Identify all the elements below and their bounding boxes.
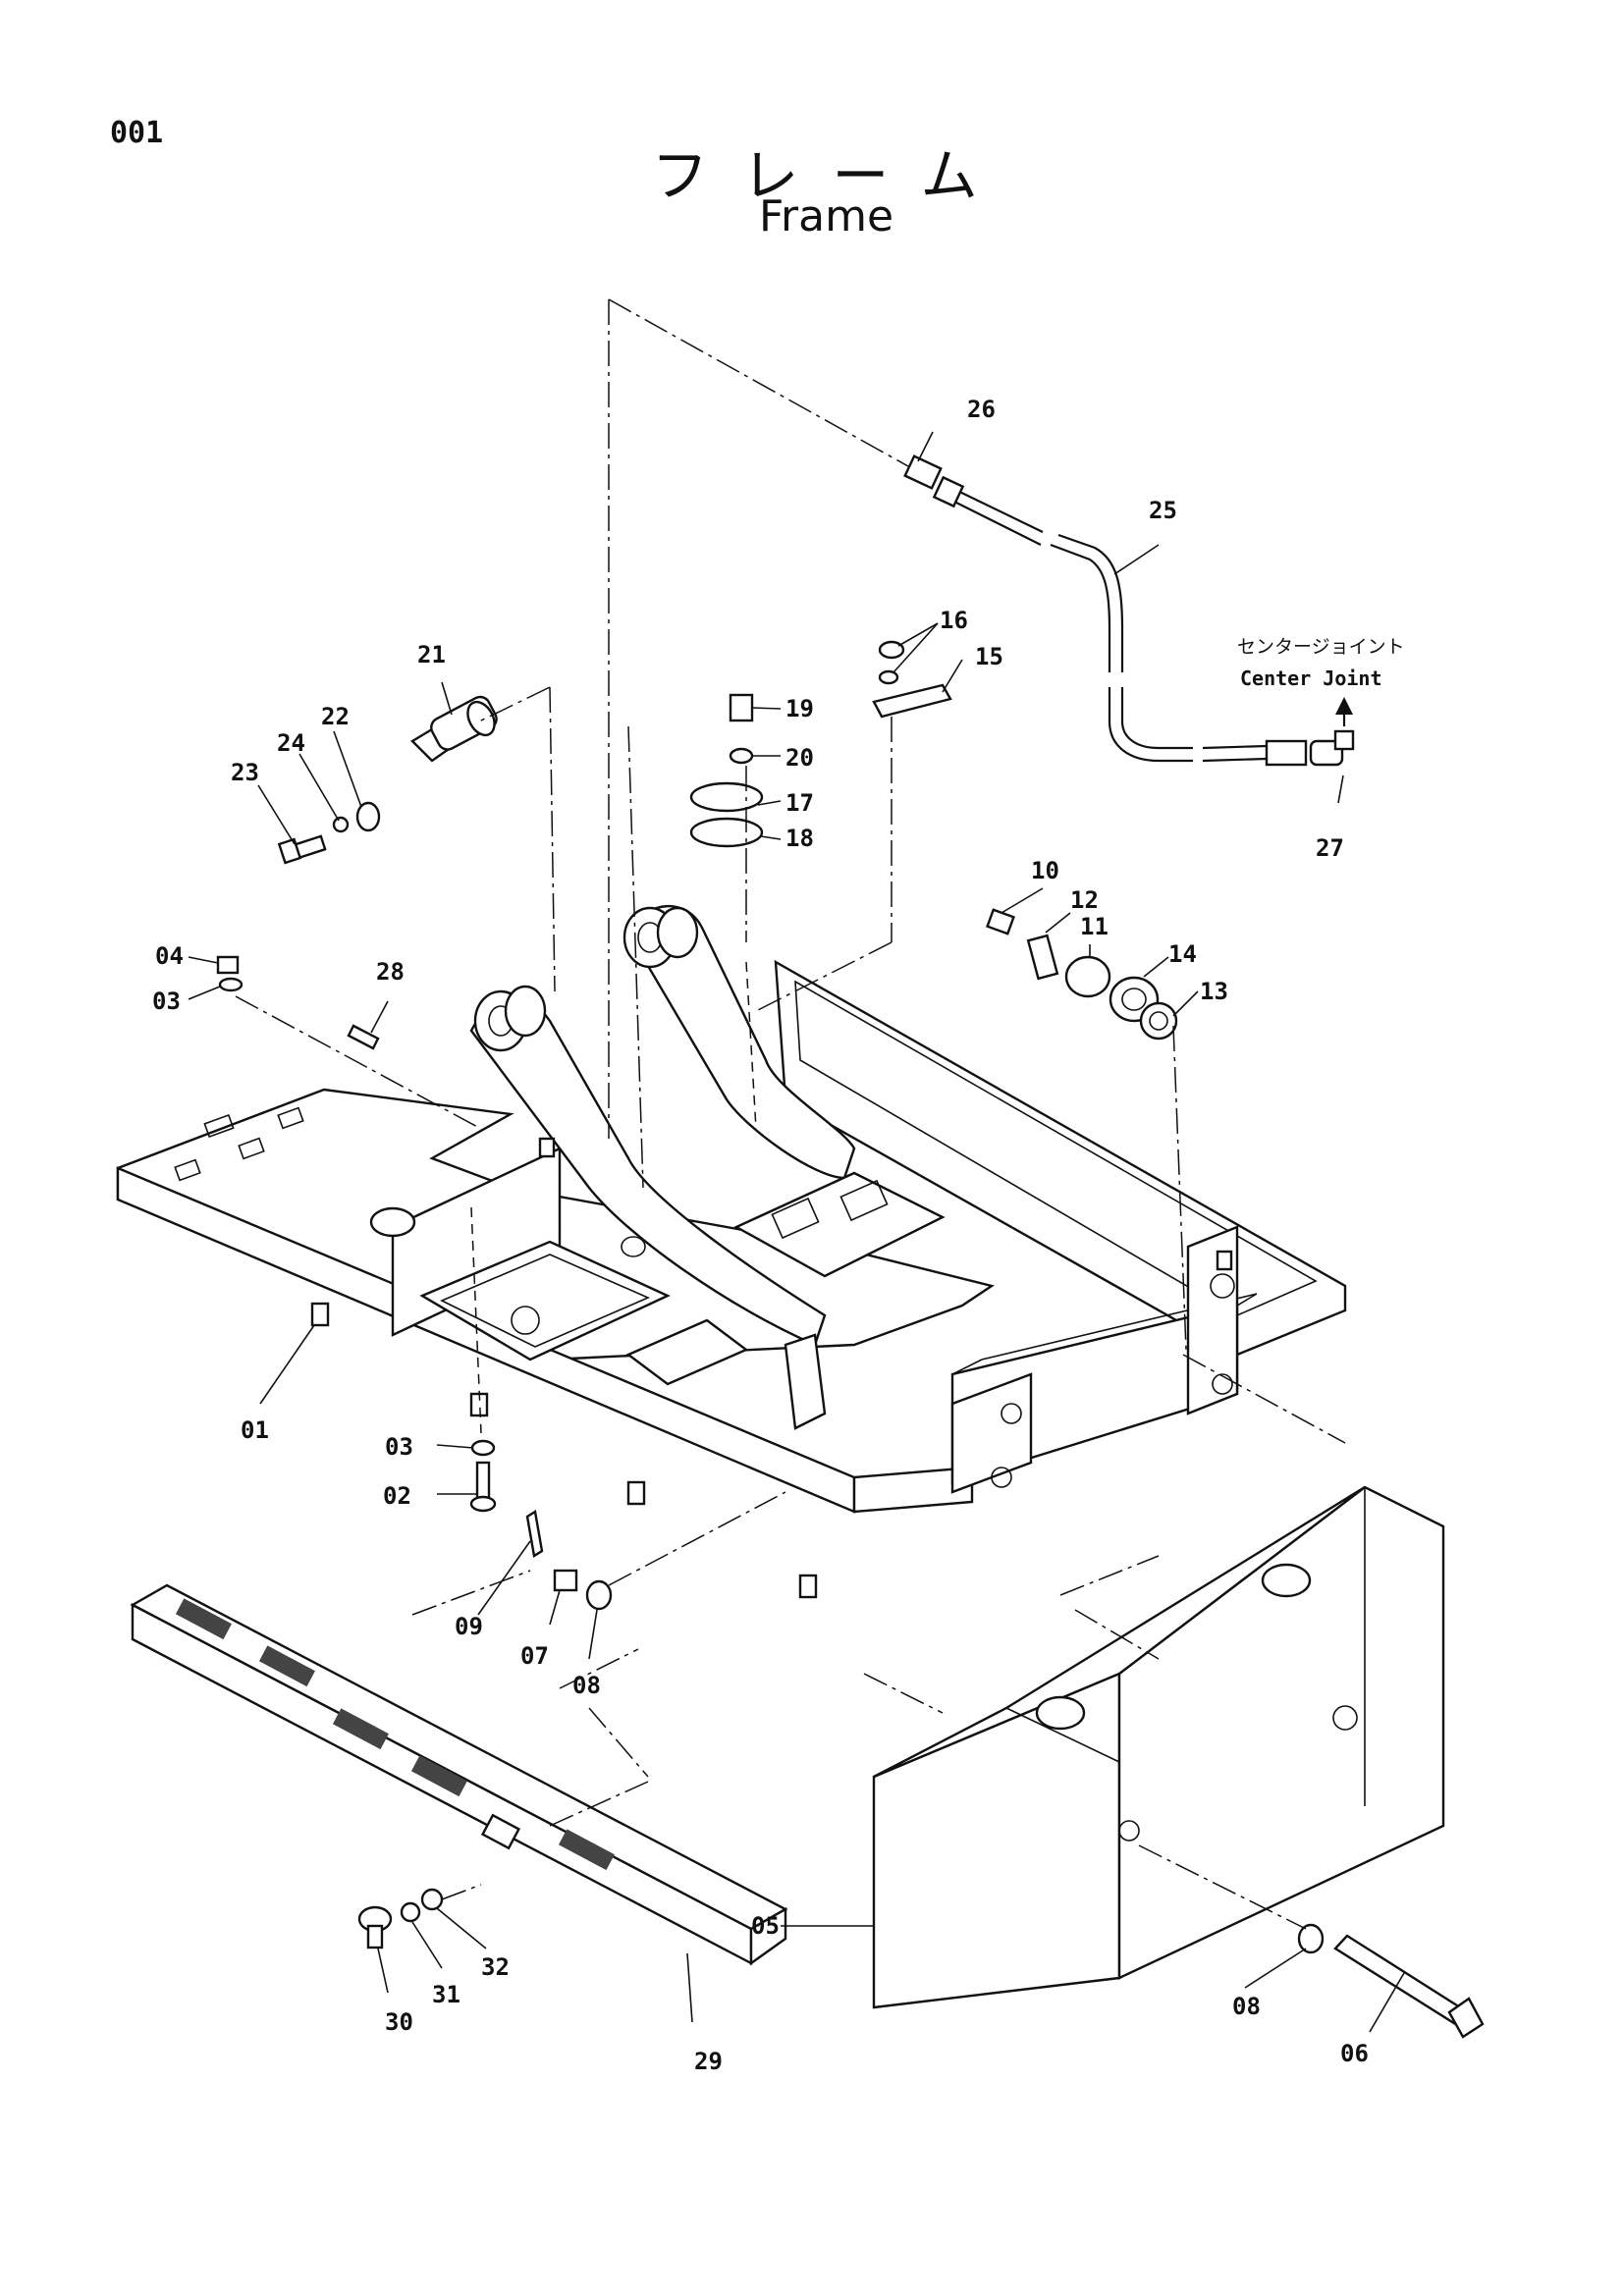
label-10: 10 bbox=[1031, 857, 1059, 884]
label-16: 16 bbox=[940, 607, 968, 634]
label-19: 19 bbox=[785, 695, 814, 722]
label-06: 06 bbox=[1340, 2040, 1369, 2067]
label-15: 15 bbox=[975, 643, 1003, 670]
label-05: 05 bbox=[751, 1912, 780, 1940]
label-14: 14 bbox=[1168, 940, 1197, 968]
label-22: 22 bbox=[321, 703, 350, 730]
counterweight bbox=[872, 1485, 1445, 2009]
label-31: 31 bbox=[432, 1981, 460, 2008]
label-29: 29 bbox=[694, 2048, 723, 2075]
label-02: 02 bbox=[383, 1482, 411, 1510]
center-joint-label-jp: センタージョイント bbox=[1237, 636, 1405, 658]
main-frame bbox=[116, 904, 1347, 1599]
label-07: 07 bbox=[520, 1642, 549, 1670]
step-board bbox=[130, 1583, 788, 1966]
label-12: 12 bbox=[1070, 886, 1099, 914]
hose-assembly bbox=[903, 454, 1355, 767]
label-30: 30 bbox=[385, 2008, 413, 2036]
label-04: 04 bbox=[155, 942, 184, 970]
label-08b: 08 bbox=[1232, 1993, 1261, 2020]
label-32: 32 bbox=[481, 1953, 510, 1981]
label-26: 26 bbox=[967, 396, 996, 423]
label-08a: 08 bbox=[572, 1672, 601, 1699]
pin-21-assembly bbox=[277, 695, 498, 865]
center-joint-label-en: Center Joint bbox=[1240, 667, 1382, 690]
label-03a: 03 bbox=[385, 1433, 413, 1461]
label-18: 18 bbox=[785, 825, 814, 852]
leader-lines bbox=[188, 431, 1405, 2033]
label-23: 23 bbox=[231, 759, 259, 786]
label-28: 28 bbox=[376, 958, 405, 986]
label-25: 25 bbox=[1149, 497, 1177, 524]
reference-lines bbox=[235, 298, 1346, 1930]
label-11: 11 bbox=[1080, 913, 1109, 940]
label-20: 20 bbox=[785, 744, 814, 772]
label-09: 09 bbox=[455, 1613, 483, 1640]
label-03b: 03 bbox=[152, 988, 181, 1015]
label-24: 24 bbox=[277, 729, 305, 757]
hardware-parts bbox=[216, 640, 1485, 2039]
part-labels: 01 02 03 03 04 05 06 07 08 08 09 10 11 1… bbox=[152, 396, 1405, 2075]
page-number: 001 bbox=[110, 116, 164, 150]
label-27: 27 bbox=[1316, 834, 1344, 862]
label-17: 17 bbox=[785, 789, 814, 817]
title-japanese: フレーム bbox=[651, 142, 1011, 209]
label-13: 13 bbox=[1200, 978, 1228, 1005]
label-21: 21 bbox=[417, 641, 446, 668]
label-01: 01 bbox=[241, 1416, 269, 1444]
title-english: Frame bbox=[758, 191, 894, 241]
